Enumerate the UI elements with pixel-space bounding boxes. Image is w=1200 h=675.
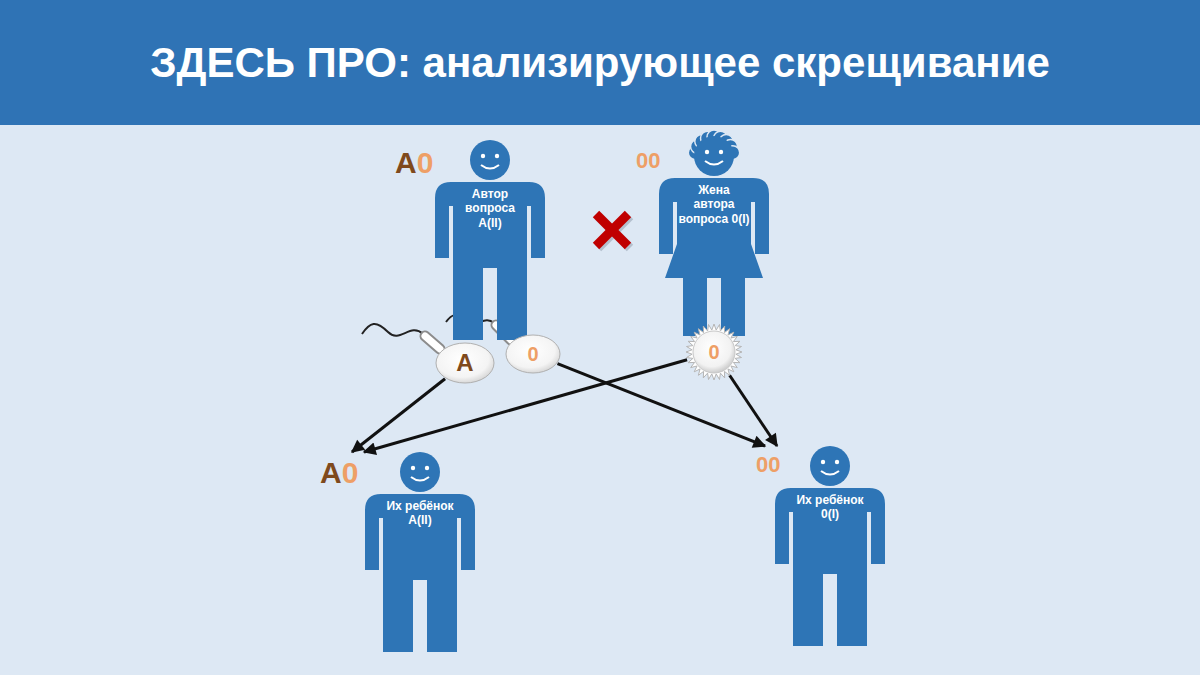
figure-head — [470, 140, 510, 180]
allele-letter: 0 — [648, 148, 660, 173]
allele-letter: А — [320, 456, 342, 489]
figure-head — [810, 446, 850, 486]
person-label: Их ребёнок А(II) — [383, 499, 457, 528]
inheritance-arrow — [364, 360, 687, 452]
figure-outline — [435, 140, 545, 340]
figure-eye — [495, 154, 499, 158]
figure-head — [694, 136, 734, 176]
figure-eye — [481, 154, 485, 158]
figure-head — [400, 452, 440, 492]
genotype-label: 00 — [756, 454, 781, 476]
allele-letter: 0 — [708, 342, 719, 362]
egg-spikes — [686, 324, 742, 380]
gamete-allele: А — [435, 342, 495, 384]
sperm-tail — [362, 324, 440, 349]
person-figure: Автор вопроса А(II) А0 — [395, 140, 545, 340]
figure-body — [775, 488, 885, 646]
inheritance-arrow — [730, 375, 777, 446]
egg-cell: 0 — [686, 324, 742, 380]
title-text: ЗДЕСЬ ПРО: анализирующее скрещивание — [0, 0, 1200, 125]
allele-letter: А — [456, 351, 473, 375]
gamete-allele: 0 — [686, 324, 742, 380]
figure-wrap: Автор вопроса А(II) — [435, 140, 545, 340]
person-label: Жена автора вопроса 0(I) — [677, 183, 751, 226]
figure-outline — [365, 452, 475, 652]
figure-smile — [705, 161, 723, 165]
figure-eye — [719, 150, 723, 154]
figure-smile — [481, 165, 499, 169]
figure-outline — [775, 446, 885, 646]
allele-letter: 0 — [417, 146, 434, 179]
figure-wrap: Их ребёнок 0(I) — [775, 446, 885, 646]
person-figure: Их ребёнок А(II) А0 — [320, 452, 480, 652]
genotype-label: А0 — [395, 148, 433, 178]
figure-smile — [411, 477, 429, 481]
figure-eye — [411, 466, 415, 470]
cross-symbol — [596, 214, 630, 248]
figure-wrap: Жена автора вопроса 0(I) — [659, 136, 769, 336]
person-figure: Их ребёнок 0(I) 00 — [750, 446, 890, 646]
allele-letter: 0 — [768, 452, 780, 477]
figure-eye — [705, 150, 709, 154]
title: ЗДЕСЬ ПРО: анализирующее скрещивание — [150, 39, 1050, 87]
sperm-cell: А — [435, 342, 495, 384]
inheritance-arrow — [557, 364, 765, 446]
figure-smile — [821, 471, 839, 475]
figure-wrap: Их ребёнок А(II) — [365, 452, 475, 652]
figure-body — [659, 178, 769, 336]
egg-body — [693, 331, 735, 373]
person-label: Автор вопроса А(II) — [453, 187, 527, 230]
person-label: Их ребёнок 0(I) — [793, 493, 867, 522]
allele-letter: А — [395, 146, 417, 179]
allele-letter: 0 — [342, 456, 359, 489]
sperm-oval — [506, 335, 560, 373]
genotype-label: 00 — [636, 150, 661, 172]
person-figure: Жена автора вопроса 0(I) 00 — [634, 136, 769, 336]
gamete-allele: 0 — [505, 334, 561, 374]
figure-outline — [659, 136, 769, 336]
figure-body — [435, 182, 545, 340]
allele-letter: 0 — [527, 344, 538, 364]
sperm-oval — [436, 343, 494, 383]
header-band — [0, 0, 1200, 125]
figure-eye — [835, 460, 839, 464]
genotype-label: А0 — [320, 458, 358, 488]
allele-letter: 0 — [636, 148, 648, 173]
figure-eye — [425, 466, 429, 470]
figure-body — [365, 494, 475, 652]
figure-eye — [821, 460, 825, 464]
allele-letter: 0 — [756, 452, 768, 477]
sperm-cell: 0 — [505, 334, 561, 374]
